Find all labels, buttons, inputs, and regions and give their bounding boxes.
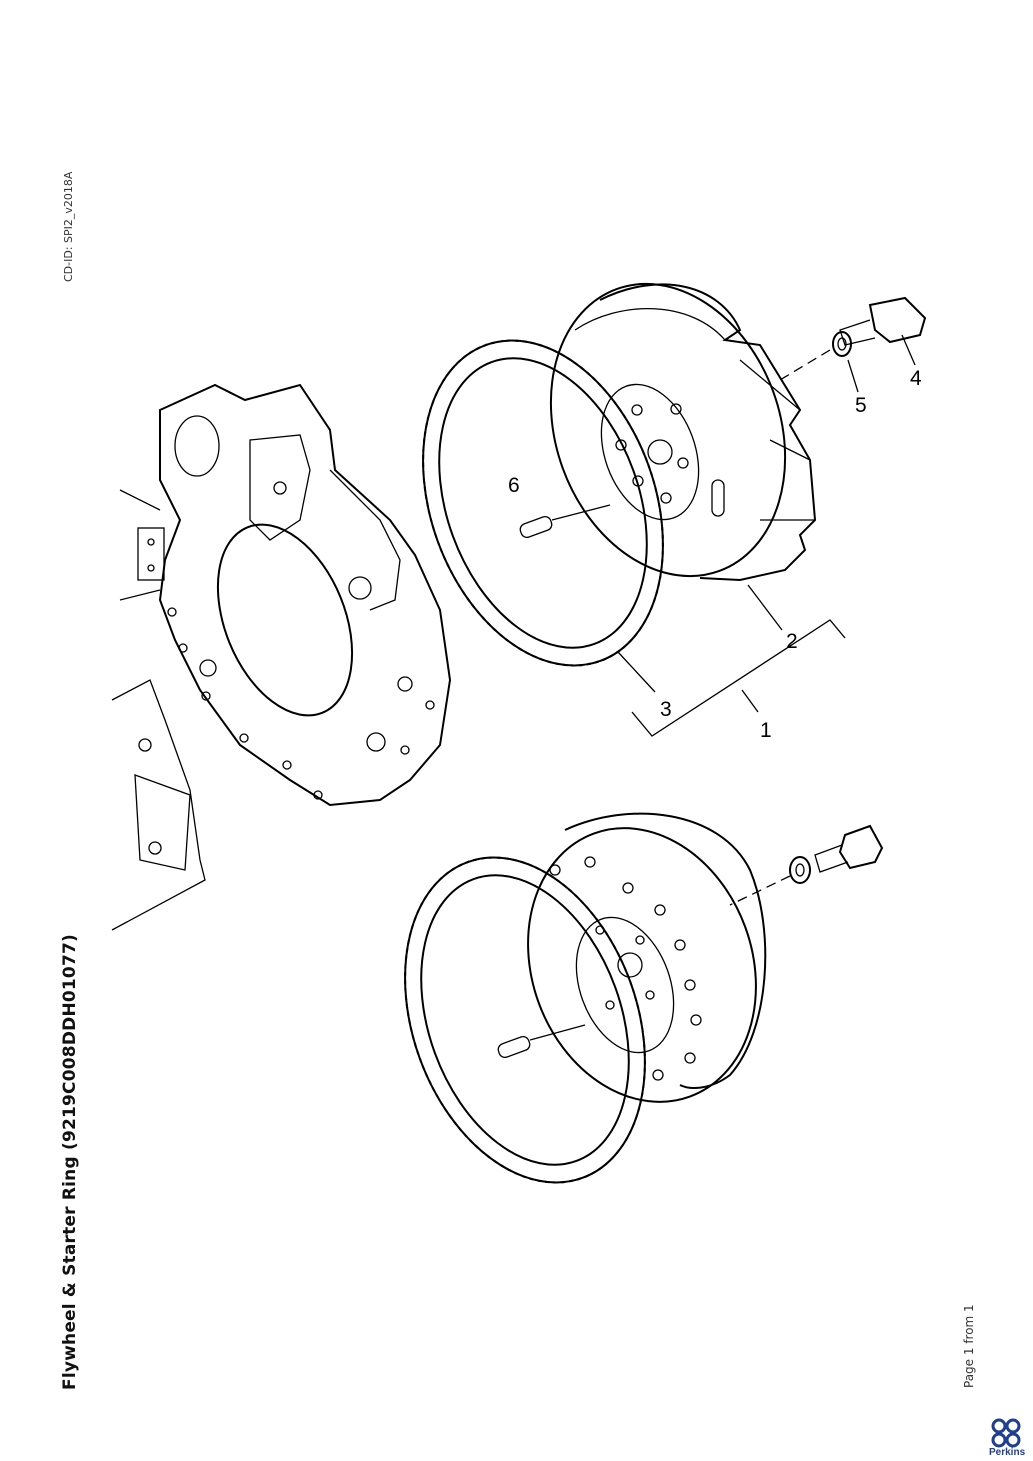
callout-2: 2 [786,630,798,653]
lower-dowel [497,1024,586,1059]
upper-dowel [519,504,611,539]
callout-5: 5 [855,394,867,417]
upper-starter-ring-gear [422,339,664,667]
callout-4: 4 [910,367,922,390]
callout-3: 3 [660,698,672,721]
callout-6: 6 [508,474,520,497]
brand-name: Perkins [989,1447,1026,1458]
lower-flywheel [527,812,767,1103]
perkins-logo-icon [991,1418,1021,1448]
callout-leaders [617,334,916,737]
lower-starter-ring-gear [404,856,646,1184]
upper-flywheel [549,282,817,582]
callout-1: 1 [760,719,772,742]
flywheel-housing [111,383,452,931]
upper-bolt [779,296,927,381]
lower-bolt [729,824,884,906]
